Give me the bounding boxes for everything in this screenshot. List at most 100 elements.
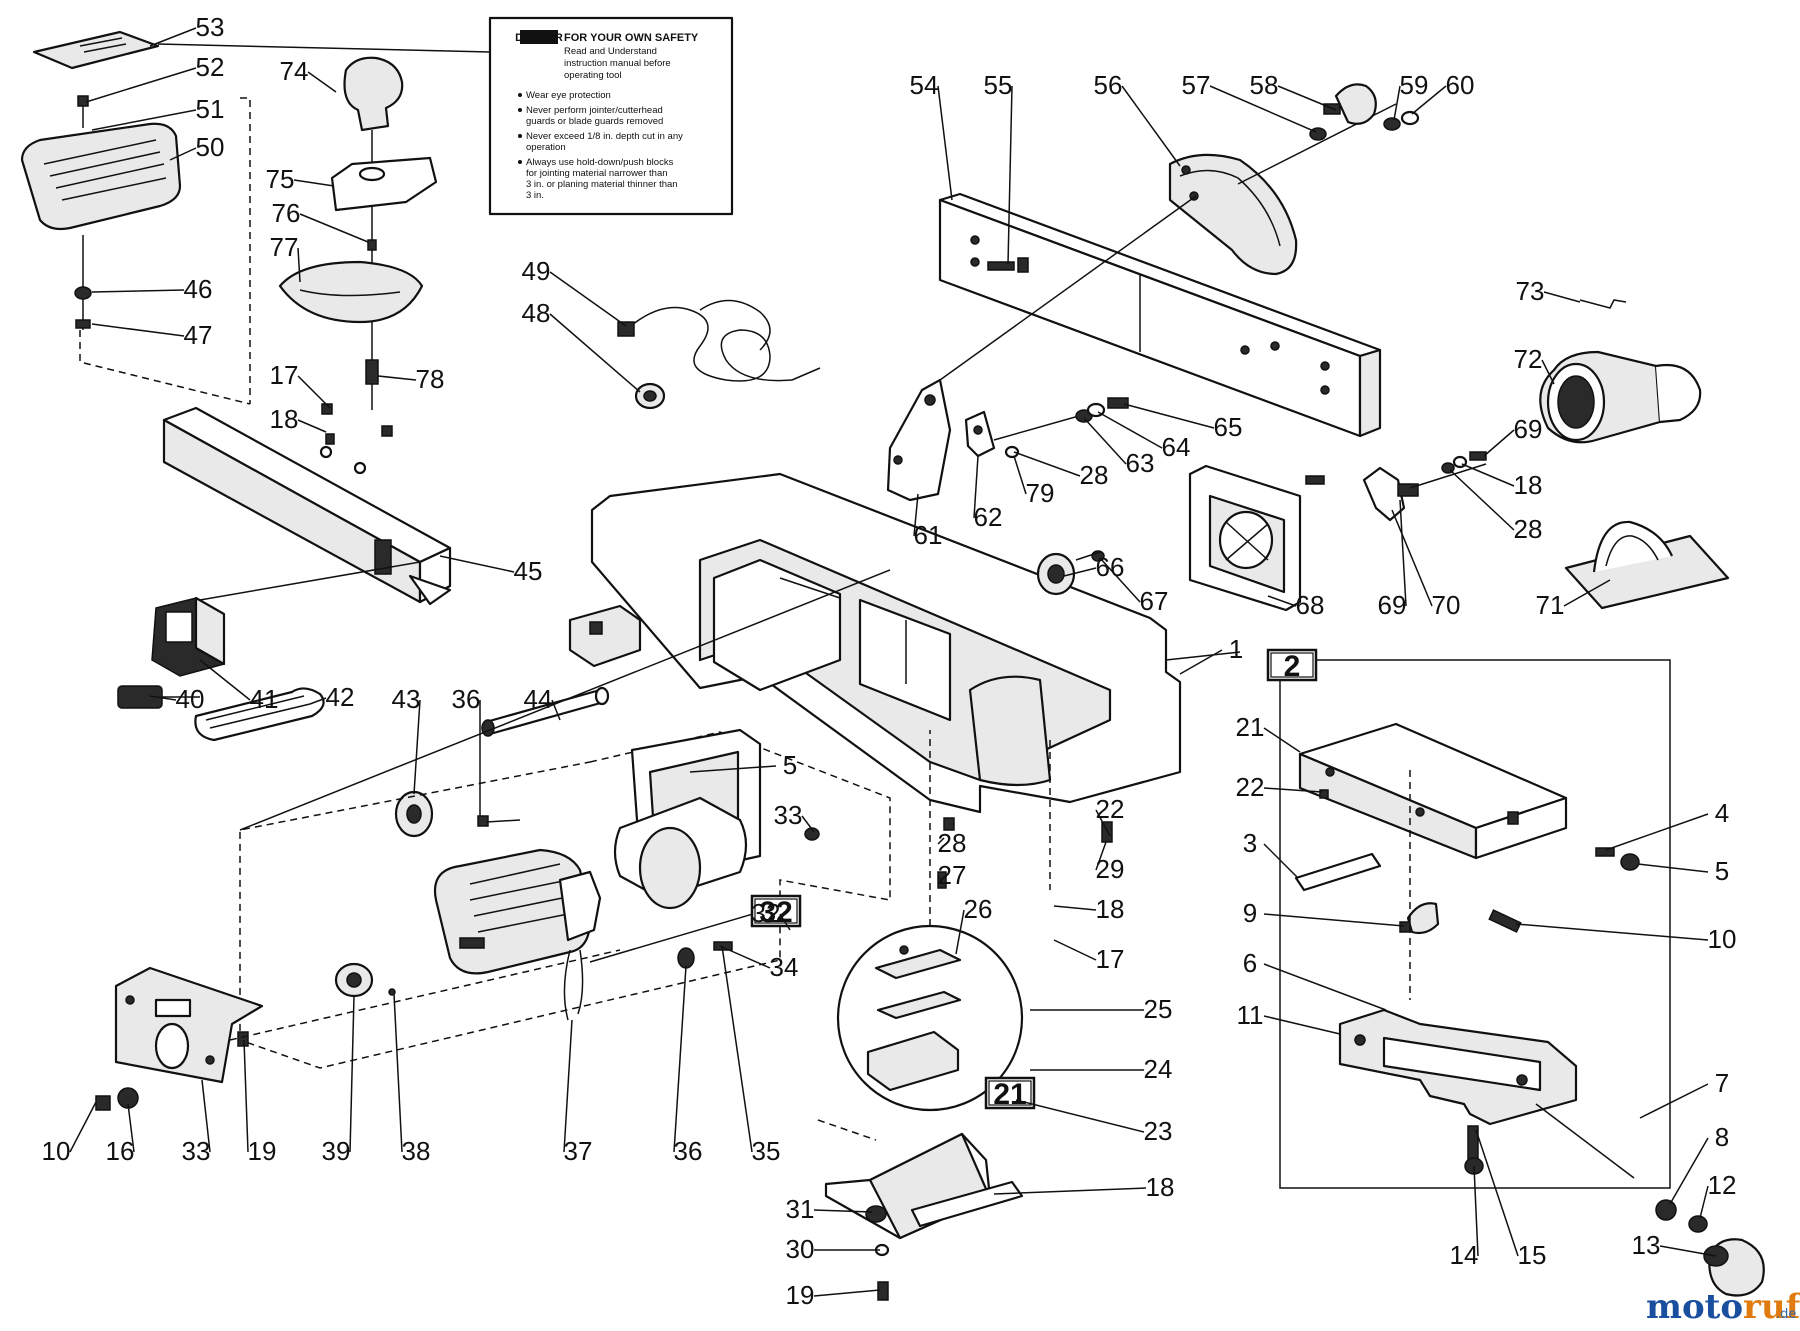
callout-74: 74 — [280, 56, 309, 86]
warning-intro-line: instruction manual before — [564, 58, 671, 69]
callout-26: 26 — [964, 894, 993, 924]
part-73-wrench — [1579, 299, 1627, 309]
callout-leader — [169, 147, 197, 161]
callout-61: 61 — [914, 520, 943, 550]
svg-text:21: 21 — [993, 1078, 1026, 1111]
part-46-washer — [74, 286, 92, 300]
callout-35: 35 — [752, 1136, 781, 1166]
callout-leader — [993, 1187, 1147, 1195]
callout-63: 63 — [1126, 448, 1155, 478]
callout-leader — [779, 913, 791, 931]
part-45-fence — [162, 406, 452, 606]
callout-33: 33 — [182, 1136, 211, 1166]
callout-leader — [149, 27, 197, 47]
callout-28: 28 — [938, 828, 967, 858]
callout-64: 64 — [1162, 432, 1191, 462]
callout-52: 52 — [196, 52, 225, 82]
callout-leader — [955, 909, 965, 955]
callout-leader — [1263, 913, 1405, 927]
callout-55: 55 — [984, 70, 1013, 100]
callout-leader — [309, 697, 327, 705]
callout-44: 44 — [524, 684, 553, 714]
part-6-eccentric — [1399, 902, 1440, 935]
part-3-table — [1298, 722, 1568, 860]
callout-leader — [1563, 579, 1611, 607]
callout-1: 1 — [1229, 634, 1243, 664]
warning-bullet-line: 3 in. or planing material thinner than — [526, 179, 678, 190]
callout-leader — [393, 993, 403, 1153]
part-34-fan-housing — [613, 796, 748, 910]
callout-leader — [1475, 1129, 1519, 1257]
callout-18: 18 — [1146, 1172, 1175, 1202]
callout-leader — [1263, 787, 1323, 793]
callout-leader — [1053, 905, 1097, 911]
callout-leader — [297, 247, 301, 283]
callout-leader — [937, 85, 953, 201]
callout-leader — [1099, 557, 1141, 603]
callout-53: 53 — [196, 12, 225, 42]
part-52-screw — [77, 95, 89, 128]
callout-leader — [1277, 85, 1337, 111]
callout-leader — [973, 455, 979, 519]
callout-leader — [1179, 649, 1223, 675]
callout-56: 56 — [1094, 70, 1123, 100]
callout-leader — [413, 699, 421, 795]
warning-header: DANGER — [515, 32, 563, 44]
callout-leader — [69, 1101, 97, 1153]
callout-leader — [1399, 499, 1407, 607]
part-37-bushing — [334, 962, 374, 998]
callout-50: 50 — [196, 132, 225, 162]
callout-79: 79 — [1026, 478, 1055, 508]
callout-leader — [1095, 841, 1107, 871]
callout-leader — [91, 323, 185, 337]
callout-75: 75 — [266, 164, 295, 194]
callout-leader — [1013, 451, 1081, 477]
part-75-bracket — [330, 156, 438, 212]
callout-47: 47 — [184, 320, 213, 350]
callout-9: 9 — [1243, 898, 1257, 928]
callout-32: 32 — [752, 898, 781, 928]
callout-leader — [689, 765, 777, 773]
callout-leader — [1121, 85, 1181, 167]
callout-leader — [1391, 509, 1433, 607]
callout-13: 13 — [1632, 1230, 1661, 1260]
callout-71: 71 — [1536, 590, 1565, 620]
callout-10: 10 — [42, 1136, 71, 1166]
callout-34: 34 — [770, 952, 799, 982]
callout-leader — [297, 375, 331, 409]
callout-leader — [1449, 469, 1515, 531]
callout-36: 36 — [452, 684, 481, 714]
callout-59: 59 — [1400, 70, 1429, 100]
assembly-group-32: 32 — [750, 894, 802, 929]
callout-6: 6 — [1243, 948, 1257, 978]
assembly-group-2: 2 — [1266, 648, 1318, 683]
callout-29: 29 — [1096, 854, 1125, 884]
warning-bullet-line: Never perform jointer/cutterhead — [526, 105, 663, 116]
part-8-table-base — [1338, 1008, 1578, 1126]
callout-leader — [1097, 411, 1163, 449]
callout-23: 23 — [1144, 1116, 1173, 1146]
warning-bullet-line: Wear eye protection — [526, 90, 611, 101]
callout-27: 27 — [938, 860, 967, 890]
callout-leader — [199, 659, 251, 701]
callout-3: 3 — [1243, 828, 1257, 858]
warning-bullet-line: guards or blade guards removed — [526, 116, 663, 127]
callout-leader — [1083, 417, 1127, 465]
callout-leader — [813, 1209, 873, 1213]
part-58-knob — [1323, 83, 1377, 125]
callout-leader — [801, 815, 815, 833]
callout-leader — [673, 965, 687, 1153]
callout-21: 21 — [1236, 712, 1265, 742]
callout-4: 4 — [1715, 798, 1729, 828]
callout-leader — [1411, 85, 1447, 115]
callout-11: 11 — [1237, 1000, 1264, 1030]
callout-leader — [1461, 463, 1515, 487]
callout-leader — [937, 875, 941, 881]
callout-18: 18 — [1514, 470, 1543, 500]
part-77-guard — [278, 260, 424, 324]
callout-62: 62 — [974, 502, 1003, 532]
callout-leader — [937, 837, 945, 845]
callout-68: 68 — [1296, 590, 1325, 620]
callout-leader — [297, 419, 327, 433]
